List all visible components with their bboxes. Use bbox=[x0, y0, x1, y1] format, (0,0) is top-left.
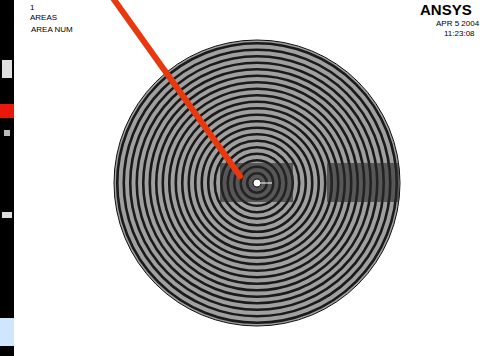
plot-type: AREAS bbox=[30, 14, 57, 22]
rect-area bbox=[220, 163, 293, 202]
window-number: 1 bbox=[30, 4, 34, 12]
panel-button bbox=[4, 130, 10, 136]
ansys-logo: ANSYS bbox=[420, 2, 472, 17]
plot-option: AREA NUM bbox=[30, 26, 74, 34]
ring-boundary bbox=[163, 89, 352, 278]
rect-area bbox=[327, 163, 399, 202]
area-marker bbox=[259, 183, 272, 184]
ring-boundary bbox=[169, 95, 345, 271]
panel-button bbox=[2, 212, 12, 218]
panel-field bbox=[0, 318, 14, 346]
outer-area bbox=[114, 40, 400, 326]
pointer-arrow bbox=[110, 0, 240, 176]
panel-button bbox=[2, 60, 12, 78]
panel-button bbox=[0, 104, 14, 118]
side-panel bbox=[0, 0, 14, 356]
ring-boundary bbox=[176, 102, 339, 265]
plot-date: APR 5 2004 bbox=[436, 20, 479, 28]
concentric-areas bbox=[114, 40, 400, 326]
plot-time: 11:23:08 bbox=[444, 30, 475, 38]
